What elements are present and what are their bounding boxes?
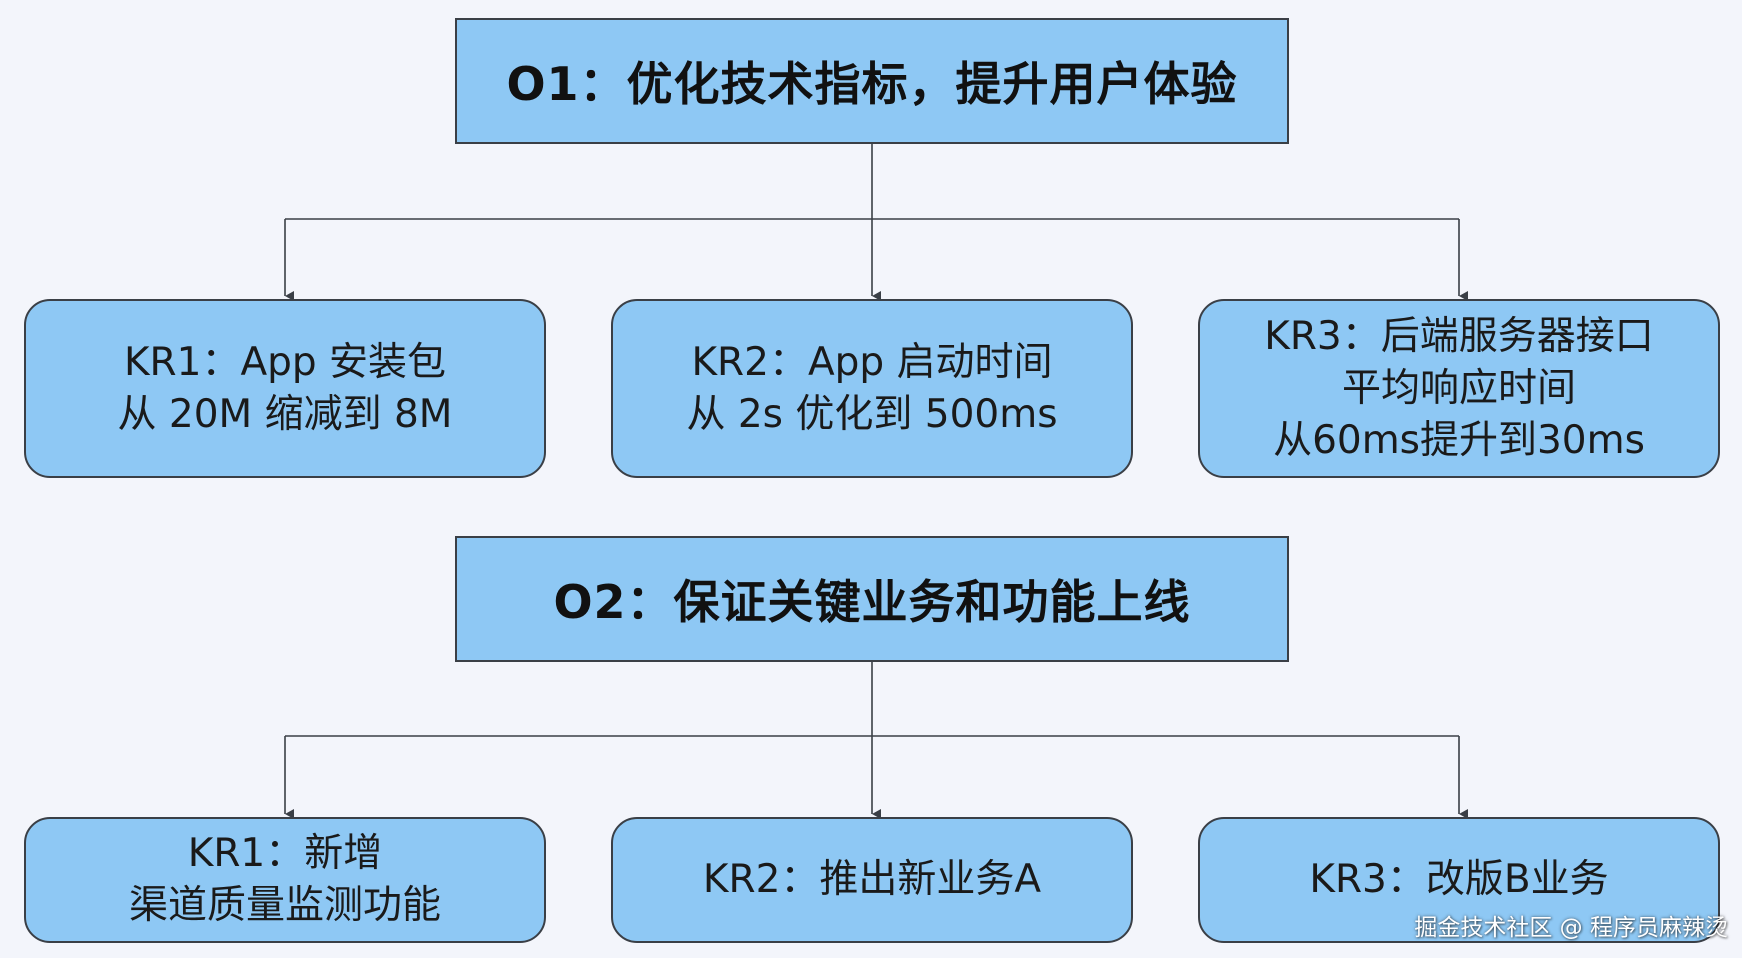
o1-kr1-box: KR1：App 安装包 从 20M 缩减到 8M [24, 299, 546, 478]
o1-kr1-line-1: KR1：App 安装包 [123, 339, 447, 385]
o1-kr3-box: KR3：后端服务器接口 平均响应时间 从60ms提升到30ms [1198, 299, 1720, 478]
o2-kr3-line-1: KR3：改版B业务 [1309, 857, 1609, 902]
o1-kr2-line-2: 从 2s 优化到 500ms [686, 391, 1058, 437]
o2-kr2-box: KR2：推出新业务A [611, 817, 1133, 943]
o2-kr1-box: KR1：新增 渠道质量监测功能 [24, 817, 546, 943]
watermark: 掘金技术社区 @ 程序员麻辣烫 [1414, 915, 1728, 941]
o2-kr1-line-1: KR1：新增 [187, 831, 383, 876]
objective-1-title: O1：优化技术指标，提升用户体验 [506, 57, 1238, 111]
o1-kr3-line-2: 平均响应时间 [1341, 365, 1576, 411]
o1-kr1-line-2: 从 20M 缩减到 8M [117, 391, 453, 437]
o1-kr3-line-1: KR3：后端服务器接口 [1264, 313, 1654, 359]
o2-kr1-line-2: 渠道质量监测功能 [128, 883, 441, 928]
o1-connector-group [284, 144, 1468, 301]
objective-2-title: O2：保证关键业务和功能上线 [553, 575, 1191, 629]
o1-kr2-line-1: KR2：App 启动时间 [691, 339, 1053, 385]
o2-connector-group [284, 662, 1468, 819]
o2-kr3-box: KR3：改版B业务 [1198, 817, 1720, 943]
o2-kr2-line-1: KR2：推出新业务A [702, 857, 1042, 902]
o1-kr3-line-3: 从60ms提升到30ms [1273, 417, 1645, 463]
o1-kr2-box: KR2：App 启动时间 从 2s 优化到 500ms [611, 299, 1133, 478]
objective-2-box: O2：保证关键业务和功能上线 [455, 536, 1289, 662]
objective-1-box: O1：优化技术指标，提升用户体验 [455, 18, 1289, 144]
